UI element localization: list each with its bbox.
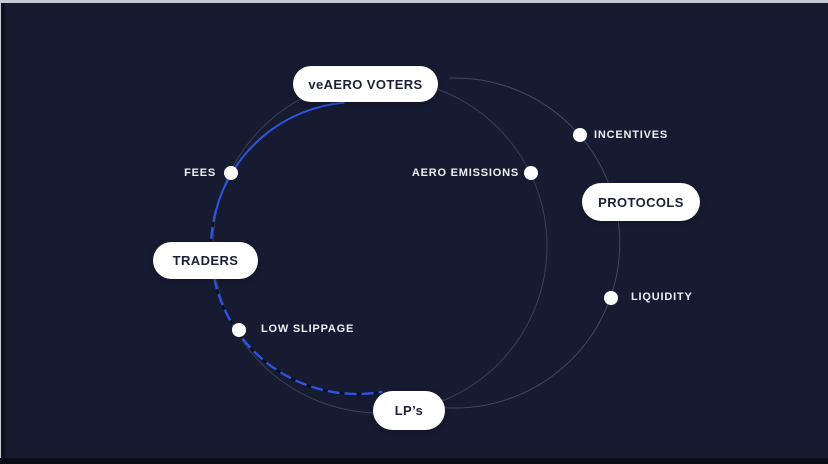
liquidity-label: LIQUIDITY: [631, 291, 693, 303]
node-traders: TRADERS: [153, 242, 258, 279]
node-lps-label: LP’s: [394, 403, 424, 418]
bottom-edge-strip: [0, 458, 828, 464]
left-edge-strip: [0, 3, 5, 464]
fees-dot-icon: [224, 166, 238, 180]
traders-cycle-ring-dashed: [209, 209, 383, 396]
protocols-cycle-ring: [440, 77, 621, 409]
traders-cycle-ring-dash-underlay: [209, 209, 383, 396]
low-slippage-label: LOW SLIPPAGE: [261, 323, 355, 335]
liquidity-dot-icon: [604, 291, 618, 305]
fees-label: FEES: [184, 167, 216, 179]
emissions-cycle-ring: [212, 78, 548, 414]
node-protocols: PROTOCOLS: [582, 183, 700, 221]
aero-emissions-dot-icon: [524, 166, 538, 180]
aero-emissions-label: AERO EMISSIONS: [411, 167, 519, 179]
top-edge-strip: [0, 0, 828, 3]
node-traders-label: TRADERS: [172, 253, 239, 268]
node-lps: LP’s: [373, 391, 445, 430]
node-veaero-voters: veAERO VOTERS: [293, 66, 438, 102]
low-slippage-dot-icon: [232, 323, 246, 337]
node-protocols-label: PROTOCOLS: [598, 194, 684, 210]
traders-cycle-ring-solid: [215, 101, 345, 211]
node-veaero-voters-label: veAERO VOTERS: [308, 76, 423, 92]
incentives-dot-icon: [573, 128, 587, 142]
incentives-label: INCENTIVES: [594, 129, 669, 141]
